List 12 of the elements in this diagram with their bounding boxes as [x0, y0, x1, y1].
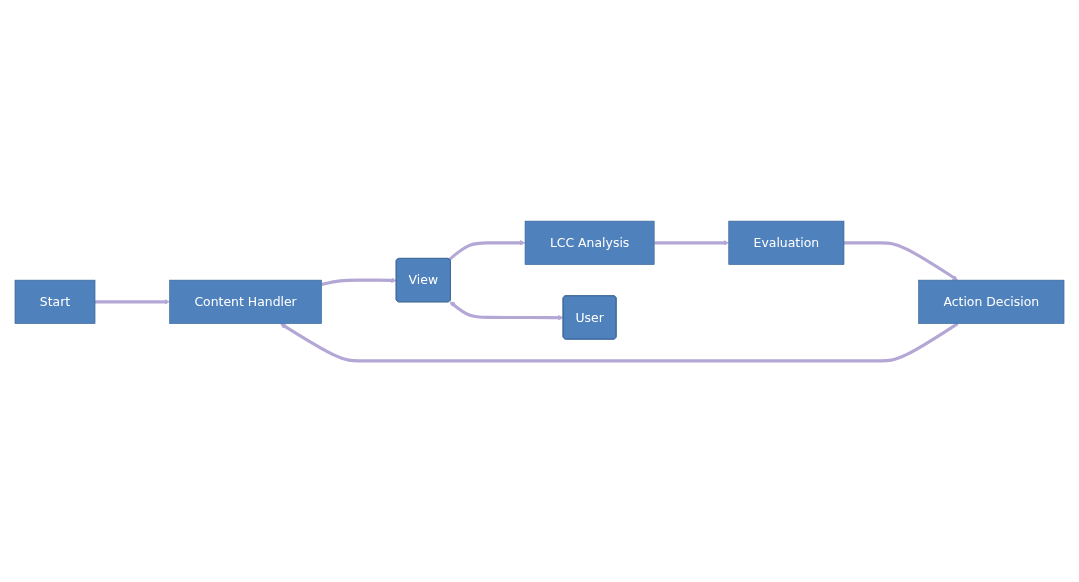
arrow — [280, 322, 959, 363]
node-box: Action Decision — [918, 279, 1065, 324]
arrow — [321, 277, 397, 286]
node-box: Start — [14, 279, 96, 324]
node-box: Evaluation — [728, 220, 845, 265]
arrow — [844, 241, 958, 281]
node-box: Content Handler — [169, 279, 322, 324]
arrow — [449, 301, 564, 321]
node-box: LCC Analysis — [524, 220, 655, 265]
arrow — [448, 240, 526, 261]
arrow — [95, 299, 170, 305]
arrow — [654, 240, 729, 246]
